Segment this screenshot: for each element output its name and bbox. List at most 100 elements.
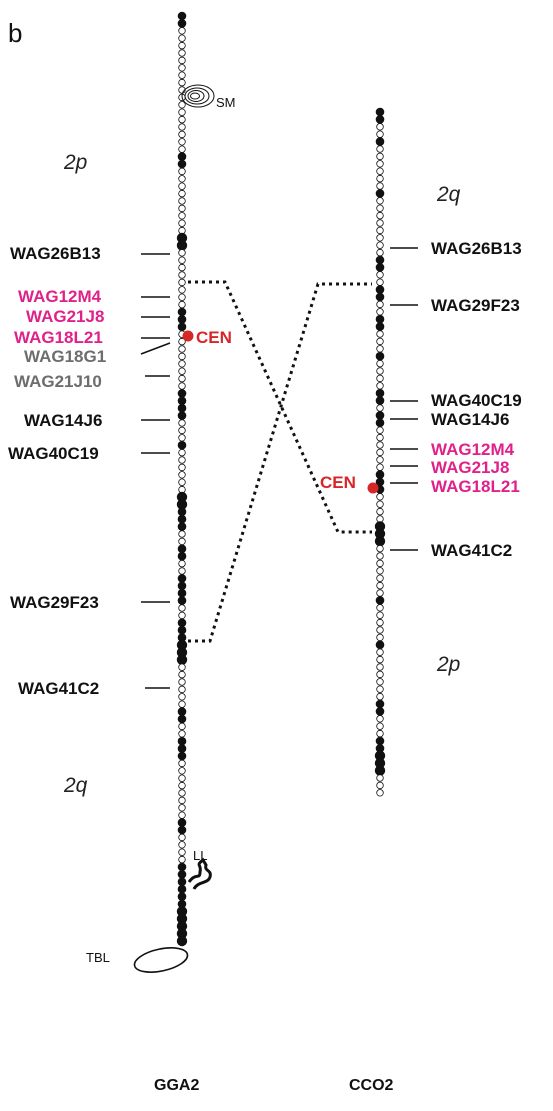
bead-open xyxy=(178,426,186,435)
bead-open xyxy=(376,226,384,235)
bead-open xyxy=(376,500,384,508)
bead-open xyxy=(178,693,186,701)
bead-open xyxy=(178,27,186,35)
cco2-arm-bottom-label: 2p xyxy=(436,653,460,676)
bead-open xyxy=(376,204,384,212)
marker-wag12m4-left: WAG12M4 xyxy=(18,287,170,306)
bead-filled xyxy=(375,596,385,605)
bead-open xyxy=(178,796,186,805)
bead-open xyxy=(178,685,186,694)
bead-filled xyxy=(177,544,187,554)
bead-filled xyxy=(177,714,187,724)
bead-open xyxy=(376,197,384,205)
bead-filled xyxy=(375,115,385,124)
bead-open xyxy=(178,678,186,686)
marker-label: WAG18L21 xyxy=(431,477,520,496)
marker-label: WAG21J10 xyxy=(14,372,102,391)
bead-open xyxy=(376,715,384,723)
bead-open xyxy=(376,633,384,642)
bead-open xyxy=(178,611,186,620)
bead-filled xyxy=(375,640,385,650)
bead-open xyxy=(178,263,186,272)
bead-filled xyxy=(177,744,187,753)
bead-open xyxy=(178,781,186,790)
marker-label: WAG18G1 xyxy=(24,347,106,366)
bead-open xyxy=(376,781,384,790)
bead-open xyxy=(376,507,384,516)
bead-filled xyxy=(375,411,385,420)
ll-squiggle-icon xyxy=(187,857,212,890)
bead-open xyxy=(178,337,186,346)
bead-filled xyxy=(177,411,187,420)
sm-label: SM xyxy=(216,95,236,110)
bead-open xyxy=(178,182,186,190)
bead-filled xyxy=(177,870,187,879)
bead-filled xyxy=(177,403,187,413)
bead-filled xyxy=(375,351,385,361)
bead-filled xyxy=(176,647,188,658)
bead-filled xyxy=(177,633,187,642)
marker-wag40c19-right: WAG40C19 xyxy=(390,391,522,410)
marker-wag41c2-left: WAG41C2 xyxy=(18,679,170,698)
marker-label: WAG14J6 xyxy=(431,410,509,429)
bead-filled xyxy=(176,906,188,917)
bead-open xyxy=(178,367,186,375)
bead-filled xyxy=(375,107,385,117)
bead-open xyxy=(178,530,186,538)
ll-label: LL xyxy=(193,848,207,863)
bead-filled xyxy=(177,11,187,21)
marker-label: WAG29F23 xyxy=(431,296,520,315)
inversion-lines xyxy=(188,280,372,643)
marker-wag21j10-left: WAG21J10 xyxy=(14,372,170,391)
bead-filled xyxy=(176,499,188,510)
marker-label: WAG26B13 xyxy=(10,244,101,263)
bead-open xyxy=(376,456,384,464)
bead-filled xyxy=(176,654,188,665)
bead-filled xyxy=(177,522,187,531)
bead-filled xyxy=(375,736,385,746)
bead-open xyxy=(376,618,384,627)
bead-open xyxy=(178,101,186,109)
bead-open xyxy=(178,559,186,568)
bead-filled xyxy=(374,750,386,761)
bead-open xyxy=(178,537,186,546)
bead-filled xyxy=(176,928,188,939)
bead-filled xyxy=(375,263,385,272)
bead-open xyxy=(376,463,384,471)
bead-open xyxy=(178,670,186,679)
bead-open xyxy=(178,249,186,257)
marker-wag18l21-left: WAG18L21 xyxy=(14,328,170,347)
bead-open xyxy=(376,574,384,582)
bead-open xyxy=(178,41,186,50)
bead-open xyxy=(178,434,186,442)
bead-open xyxy=(178,130,186,139)
bead-open xyxy=(376,130,384,138)
bead-open xyxy=(178,219,186,227)
bead-filled xyxy=(176,491,188,503)
bead-open xyxy=(178,811,186,819)
bead-open xyxy=(376,152,384,161)
bead-filled xyxy=(177,707,187,716)
marker-label: WAG40C19 xyxy=(8,444,99,463)
bead-open xyxy=(376,692,384,701)
gga2-arm-top-label: 2p xyxy=(63,151,87,174)
bead-filled xyxy=(177,514,187,524)
bead-filled xyxy=(375,477,385,487)
bead-filled xyxy=(177,818,187,827)
bead-filled xyxy=(375,314,385,324)
bead-open xyxy=(178,478,186,486)
bead-open xyxy=(178,382,186,390)
marker-label: WAG41C2 xyxy=(18,679,99,698)
bead-open xyxy=(376,678,384,686)
gga2-markers: WAG26B13 WAG12M4 WAG21J8 WAG18L21 WAG18G… xyxy=(8,244,171,698)
bead-filled xyxy=(177,307,187,317)
bead-open xyxy=(376,174,384,183)
bead-filled xyxy=(375,470,385,479)
bead-open xyxy=(178,374,186,383)
bead-open xyxy=(178,197,186,205)
marker-label: WAG21J8 xyxy=(26,307,104,326)
bead-open xyxy=(376,493,384,501)
bead-filled xyxy=(176,935,188,947)
bead-open xyxy=(178,212,186,220)
bead-filled xyxy=(177,618,187,628)
